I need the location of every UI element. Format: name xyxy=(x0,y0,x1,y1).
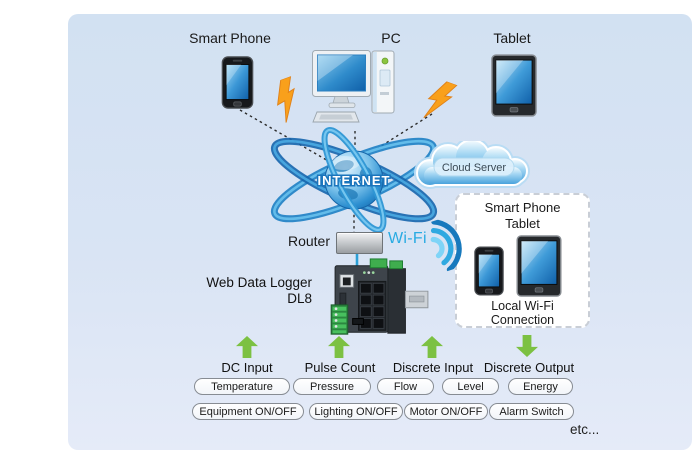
data-logger-label: Web Data Logger DL8 xyxy=(172,275,312,307)
internet-label: INTERNET xyxy=(318,173,391,188)
dl8-terminal-block xyxy=(330,304,349,335)
local-tablet-icon xyxy=(516,235,562,297)
tag-flow: Flow xyxy=(377,378,434,395)
cloud-server: Cloud Server xyxy=(414,141,530,189)
tag-energy: Energy xyxy=(508,378,573,395)
io-label-discrete-input: Discrete Input xyxy=(392,360,474,375)
tag-alarm-switch: Alarm Switch xyxy=(489,403,574,420)
local-box-tablet-label: Tablet xyxy=(505,216,540,231)
router-label: Router xyxy=(287,233,330,249)
wifi-signal-icon xyxy=(430,219,462,273)
tag-equipment-onoff: Equipment ON/OFF xyxy=(192,403,304,420)
smart-phone-icon xyxy=(221,56,254,109)
data-logger-model: DL8 xyxy=(287,291,312,306)
dl8-device xyxy=(330,258,429,335)
io-label-discrete-output: Discrete Output xyxy=(483,360,575,375)
etc-label: etc... xyxy=(570,422,600,437)
tag-lighting-onoff: Lighting ON/OFF xyxy=(309,403,403,420)
lightning-bolt-right-icon xyxy=(423,81,458,119)
lightning-bolt-left-icon xyxy=(277,75,295,123)
smart-phone-label: Smart Phone xyxy=(189,30,271,46)
tablet-icon xyxy=(491,54,537,117)
tag-level: Level xyxy=(442,378,499,395)
dl8-io-slots xyxy=(360,282,385,329)
local-caption-line1: Local Wi-Fi xyxy=(491,299,554,313)
tablet-label: Tablet xyxy=(493,30,531,46)
cloud-server-label: Cloud Server xyxy=(442,162,507,174)
internet-globe: INTERNET xyxy=(270,127,438,233)
router-box xyxy=(336,232,383,254)
io-label-pulse-count: Pulse Count xyxy=(304,360,376,375)
local-caption-line2: Connection xyxy=(490,313,555,327)
local-box-smart-phone-label: Smart Phone xyxy=(484,200,561,215)
pc-label: PC xyxy=(381,30,401,46)
tag-motor-onoff: Motor ON/OFF xyxy=(404,403,488,420)
dl8-top-terminal xyxy=(369,258,388,269)
io-label-dc-input: DC Input xyxy=(221,360,273,375)
local-smart-phone-icon xyxy=(474,246,504,296)
tag-temperature: Temperature xyxy=(194,378,290,395)
wifi-label: Wi-Fi xyxy=(388,230,427,247)
pc-icon xyxy=(312,50,395,123)
tag-pressure: Pressure xyxy=(293,378,371,395)
data-logger-name: Web Data Logger xyxy=(206,275,312,290)
